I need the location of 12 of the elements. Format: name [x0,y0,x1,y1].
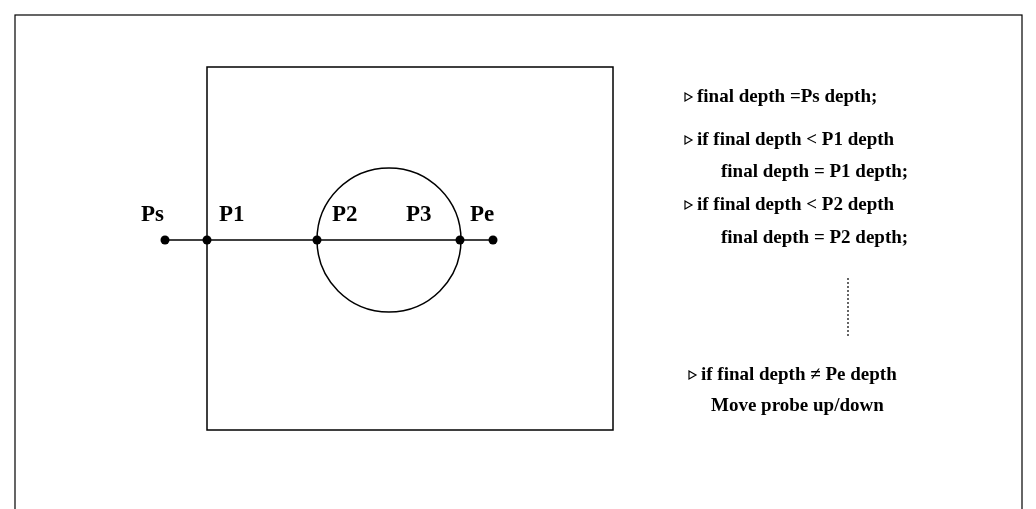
pseudocode-line: if final depth ≠ Pe depth [701,362,897,386]
point-label: P3 [406,200,432,228]
point-label: Pe [470,200,495,228]
pseudocode-line: final depth =Ps depth; [697,84,878,108]
pseudocode-line: if final depth < P2 depth [697,192,895,216]
pseudocode-line: final depth = P2 depth; [721,225,909,249]
point-label: P1 [219,200,245,228]
pseudocode-line: Move probe up/down [711,393,884,417]
point-label: P2 [332,200,358,228]
point-label: Ps [141,200,164,228]
pseudocode-line: if final depth < P1 depth [697,127,895,151]
pseudocode-line: final depth = P1 depth; [721,159,909,183]
